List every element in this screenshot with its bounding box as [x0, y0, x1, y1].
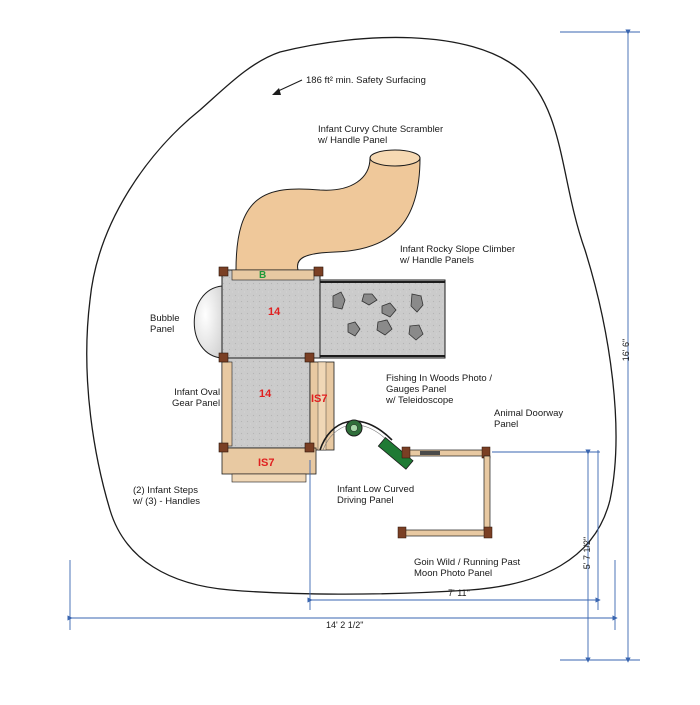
moon-panel-post-left: [397, 526, 407, 539]
panel-width-dimension: 7' 11": [448, 588, 470, 598]
animal-doorway-panel: [407, 449, 485, 457]
fishing-gauges-panel: [377, 437, 414, 470]
post-4: [304, 352, 315, 363]
panel-height-dimension: 5' 7 1/2": [582, 536, 593, 570]
rock-2: [361, 293, 378, 306]
bubble-panel: [193, 285, 223, 359]
rocky-slope-climber: [319, 279, 446, 359]
doorway-post-left: [401, 446, 411, 459]
upper-deck-marker: B: [259, 270, 267, 281]
bottom-step-lower: [231, 473, 307, 483]
bubble-panel-label-line2: Panel: [150, 324, 175, 335]
rock-7: [408, 324, 424, 341]
oval-gear-label-line2: Gear Panel: [172, 398, 221, 409]
rock-1: [332, 291, 346, 310]
fishing-panel-label-line1: Fishing In Woods Photo /: [386, 373, 492, 384]
fishing-panel-label-line3: w/ Teleidoscope: [386, 395, 454, 406]
oval-gear-label: Infant Oval Gear Panel: [172, 387, 220, 409]
upper-deck-number: 14: [268, 306, 281, 318]
rock-6: [376, 319, 393, 336]
running-moon-panel: [403, 529, 487, 537]
post-2: [313, 266, 324, 277]
upper-deck-edge: [231, 269, 315, 281]
scrambler-top-opening: [369, 149, 421, 167]
lower-deck-number: 14: [259, 388, 272, 400]
post-3: [218, 352, 229, 363]
fishing-panel-label-line2: Gauges Panel: [386, 384, 447, 395]
fishing-panel-label: Fishing In Woods Photo / Gauges Panel w/…: [386, 373, 492, 406]
driving-panel-label: Infant Low Curved Driving Panel: [337, 484, 414, 506]
dimension-lines: [67, 29, 640, 663]
climbing-rocks: [332, 291, 424, 341]
goin-wild-label: Goin Wild / Running Past Moon Photo Pane…: [414, 557, 520, 579]
scrambler-label-line1: Infant Curvy Chute Scrambler: [318, 124, 444, 135]
rocky-climber-label-line1: Infant Rocky Slope Climber: [400, 244, 516, 255]
bubble-panel-label: Bubble Panel: [150, 313, 180, 335]
safety-surfacing-label: 186 ft² min. Safety Surfacing: [306, 75, 426, 86]
bottom-step-number: IS7: [258, 457, 275, 469]
goin-wild-label-line2: Moon Photo Panel: [414, 568, 493, 579]
bubble-panel-label-line1: Bubble: [150, 313, 180, 324]
rock-4: [381, 302, 397, 318]
rocky-climber-label: Infant Rocky Slope Climber w/ Handle Pan…: [400, 244, 515, 266]
animal-doorway-label: Animal Doorway Panel: [494, 408, 563, 430]
bottom-step: [221, 447, 317, 475]
driving-panel-label-line1: Infant Low Curved: [337, 484, 415, 495]
goin-wild-label-line1: Goin Wild / Running Past: [414, 557, 521, 568]
driving-panel-arc: [319, 420, 393, 451]
rock-3: [410, 293, 424, 313]
side-step-strip: [317, 361, 327, 451]
steering-wheel-hub: [350, 424, 358, 432]
post-6: [304, 442, 315, 453]
infant-steps-label-line2: w/ (3) - Handles: [133, 496, 201, 507]
driving-panel-label-line2: Driving Panel: [337, 495, 394, 506]
post-1: [218, 266, 229, 277]
goin-wild-panel-vertical: [483, 455, 491, 535]
safety-label-arrowhead: [272, 88, 281, 95]
oval-gear-label-line1: Infant Oval: [174, 387, 221, 398]
animal-doorway-label-line1: Animal Doorway: [494, 408, 564, 419]
rock-5: [347, 321, 361, 337]
infant-steps-label-line1: (2) Infant Steps: [133, 485, 198, 496]
oval-gear-panel: [221, 361, 233, 447]
moon-panel-post-right: [483, 526, 493, 539]
deck-posts: [218, 266, 324, 453]
overall-height-dimension: 16' 6": [621, 338, 632, 362]
doorway-opening: [420, 451, 440, 455]
rocky-climber-label-line2: w/ Handle Panels: [400, 255, 474, 266]
lower-deck: [221, 357, 311, 449]
animal-doorway-label-line2: Panel: [494, 419, 519, 430]
infant-steps-label: (2) Infant Steps w/ (3) - Handles: [133, 485, 200, 507]
scrambler-label-line2: w/ Handle Panel: [318, 135, 388, 146]
side-step-number: IS7: [311, 393, 328, 405]
safety-label-pointer: [275, 79, 303, 93]
overall-width-dimension: 14' 2 1/2": [326, 620, 364, 630]
scrambler-label: Infant Curvy Chute Scrambler w/ Handle P…: [318, 124, 443, 146]
post-5: [218, 442, 229, 453]
